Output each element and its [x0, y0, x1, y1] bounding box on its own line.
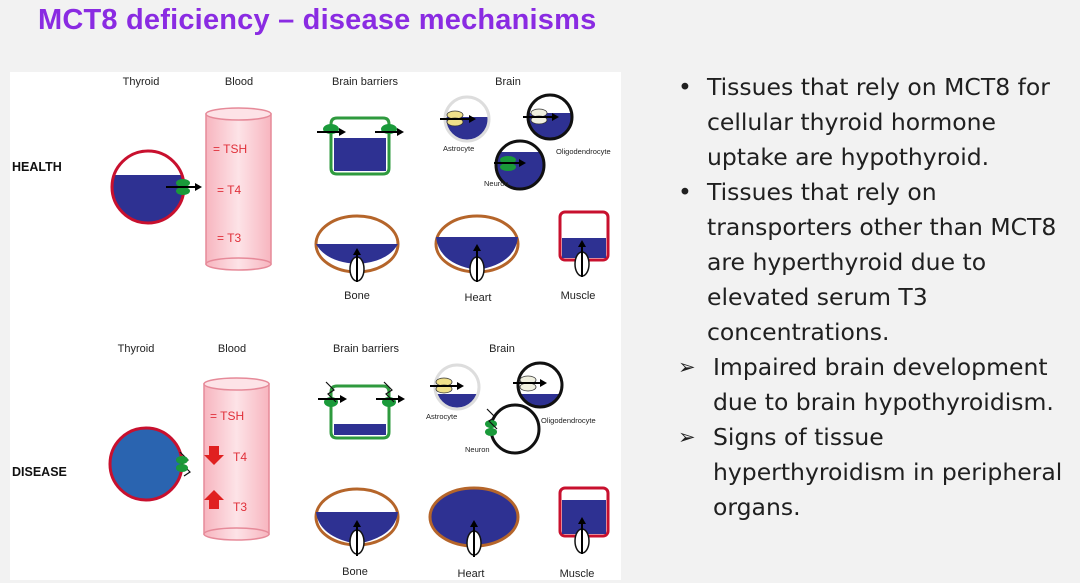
- bullet-peripheral-hyperthyroidism: ➢ Signs of tissue hyperthyroidism in per…: [672, 420, 1072, 525]
- muscle-health: [558, 210, 610, 277]
- label-bone-health: Bone: [344, 290, 370, 302]
- astrocyte-disease: [430, 363, 481, 411]
- bullet-text: Tissues that rely on MCT8 for cellular t…: [707, 73, 1050, 171]
- label-muscle-disease: Muscle: [560, 568, 595, 580]
- t4-down-arrow: [204, 446, 224, 465]
- blood-tsh-health: = TSH: [213, 142, 247, 156]
- blood-t3-health: = T3: [217, 231, 241, 245]
- neuron-health: [494, 139, 546, 191]
- header-brain: Brain: [495, 76, 521, 88]
- mechanism-diagram: HEALTH Thyroid Blood Brain barriers Brai…: [12, 76, 611, 580]
- bullet-dot-icon: •: [678, 73, 692, 101]
- label-neuron-health: Neuron: [484, 179, 509, 188]
- bullet-list: • Tissues that rely on MCT8 for cellular…: [672, 70, 1072, 525]
- label-muscle-health: Muscle: [561, 290, 596, 302]
- muscle-disease: [558, 486, 610, 554]
- bullet-text: Tissues that rely on transporters other …: [707, 178, 1057, 346]
- header-thyroid: Thyroid: [123, 76, 160, 88]
- t3-up-arrow: [204, 490, 224, 509]
- header-brain-barriers: Brain barriers: [332, 76, 399, 88]
- bullet-hypothyroid-tissues: • Tissues that rely on MCT8 for cellular…: [672, 70, 1072, 175]
- heart-health: [434, 214, 520, 282]
- thyroid-disease: [108, 426, 191, 502]
- blood-t4-health: = T4: [217, 183, 241, 197]
- bullet-text: Signs of tissue hyperthyroidism in perip…: [713, 423, 1063, 521]
- header-brain-disease: Brain: [489, 343, 515, 355]
- oligodendrocyte-disease: [513, 361, 564, 409]
- thyroid-health: [110, 149, 202, 225]
- label-astrocyte-health: Astrocyte: [443, 144, 474, 153]
- neuron-disease: [485, 403, 541, 455]
- blood-t3-disease: T3: [233, 500, 247, 514]
- header-thyroid-disease: Thyroid: [118, 343, 155, 355]
- mechanism-figure: HEALTH Thyroid Blood Brain barriers Brai…: [10, 72, 621, 580]
- brain-barriers-disease: [318, 381, 405, 440]
- blood-t4-disease: T4: [233, 450, 247, 464]
- label-neuron-disease: Neuron: [465, 445, 490, 454]
- oligodendrocyte-health: [523, 93, 574, 141]
- row-label-health: HEALTH: [12, 160, 62, 174]
- arrowhead-bullet-icon: ➢: [678, 355, 696, 379]
- brain-barriers-health: [317, 116, 404, 176]
- bone-disease: [314, 487, 400, 556]
- bullet-hyperthyroid-tissues: • Tissues that rely on transporters othe…: [672, 175, 1072, 350]
- blood-tsh-disease: = TSH: [210, 409, 244, 423]
- header-blood-disease: Blood: [218, 343, 246, 355]
- header-blood: Blood: [225, 76, 253, 88]
- label-oligodendrocyte-disease: Oligodendrocyte: [541, 416, 596, 425]
- bullet-dot-icon: •: [678, 178, 692, 206]
- label-heart-health: Heart: [465, 292, 492, 304]
- bullet-text: Impaired brain development due to brain …: [713, 353, 1054, 416]
- heart-disease: [428, 486, 520, 557]
- bone-health: [314, 214, 400, 282]
- bullet-brain-development: ➢ Impaired brain development due to brai…: [672, 350, 1072, 420]
- blood-column-health: [205, 107, 272, 271]
- label-heart-disease: Heart: [458, 568, 485, 580]
- label-astrocyte-disease: Astrocyte: [426, 412, 457, 421]
- blood-column-disease: [203, 377, 270, 541]
- slide-title: MCT8 deficiency – disease mechanisms: [38, 4, 597, 36]
- arrowhead-bullet-icon: ➢: [678, 425, 696, 449]
- label-oligodendrocyte-health: Oligodendrocyte: [556, 147, 611, 156]
- label-bone-disease: Bone: [342, 566, 368, 578]
- row-label-disease: DISEASE: [12, 465, 67, 479]
- astrocyte-health: [440, 95, 491, 143]
- header-brain-barriers-disease: Brain barriers: [333, 343, 400, 355]
